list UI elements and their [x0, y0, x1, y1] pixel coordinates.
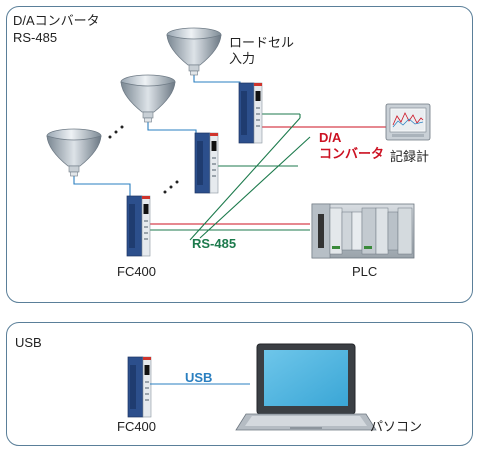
- da-analog-lines: [150, 126, 386, 225]
- usb-label: USB: [185, 370, 213, 385]
- hopper-1: [166, 27, 222, 76]
- load-cell-label-line2: 入力: [229, 51, 256, 66]
- rs485-lines: [150, 113, 311, 241]
- da-label-line2: コンバータ: [319, 146, 385, 161]
- recorder-icon: [385, 103, 431, 141]
- fc400-label-top: FC400: [117, 264, 157, 279]
- da-label-line1: D/A: [319, 130, 342, 145]
- plc-label: PLC: [352, 264, 378, 279]
- hopper-2: [120, 74, 176, 123]
- hopper-3: [46, 128, 102, 177]
- panel-title-rs485: RS-485: [13, 30, 58, 45]
- fc400-unit-usb: [127, 356, 152, 418]
- fc400-label-bottom: FC400: [117, 419, 157, 434]
- recorder-label: 記録計: [390, 149, 430, 164]
- pc-label: パソコン: [370, 419, 423, 434]
- fc400-unit-2: [194, 132, 219, 194]
- usb-panel-title: USB: [15, 335, 42, 350]
- fc400-unit-3: [126, 195, 151, 257]
- ellipsis-dots: [108, 125, 179, 194]
- laptop-icon: [235, 343, 377, 431]
- load-cell-label-line1: ロードセル: [229, 35, 295, 50]
- fc400-unit-1: [238, 82, 263, 144]
- panel-title-da: D/Aコンバータ: [13, 13, 100, 28]
- plc-icon: [311, 203, 415, 259]
- rs485-label: RS-485: [192, 236, 237, 251]
